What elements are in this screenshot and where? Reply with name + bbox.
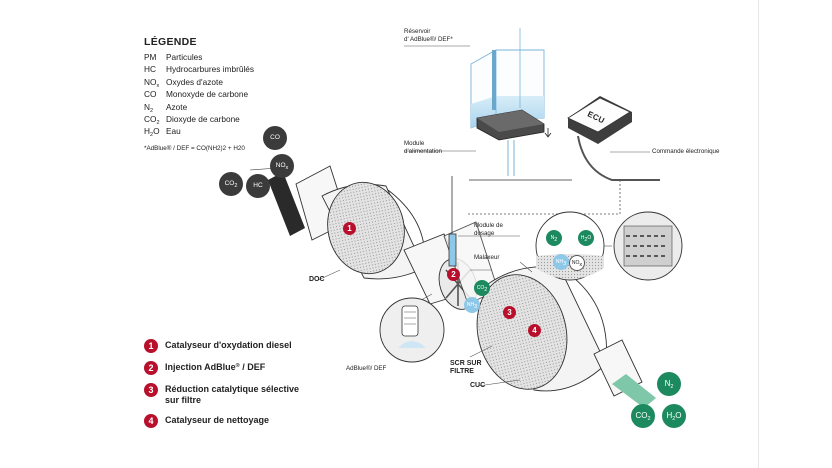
dosing-module xyxy=(448,176,457,267)
legend-item: HC Hydrocarbures imbrûlés xyxy=(144,63,304,75)
leader-lines xyxy=(315,45,650,387)
filter-flow-zoom xyxy=(604,211,683,281)
key-label: Catalyseur d'oxydation diesel xyxy=(165,340,292,350)
gas-nh3-mixer: NH3 xyxy=(464,297,480,313)
legend-abbr: CO xyxy=(144,89,157,100)
legend-desc: Dioxyde de carbone xyxy=(166,114,240,125)
supply-module-label: Module d'alimentation xyxy=(404,140,442,155)
legend-abbr: N2 xyxy=(144,101,154,114)
legend-item: CO2 Dioxyde de carbone xyxy=(144,113,304,127)
gas-hc-input: HC xyxy=(246,174,270,198)
marker-4: 4 xyxy=(528,324,541,337)
gas-nox-input: NOx xyxy=(270,154,294,178)
reservoir-label: Réservoir d' AdBlue®/ DEF* xyxy=(404,28,453,43)
key-item: 1 Catalyseur d'oxydation diesel xyxy=(144,339,324,353)
legend-item: PM Particules xyxy=(144,51,304,63)
ecu-label: Commande électronique xyxy=(652,148,720,155)
nozzle-zoom xyxy=(379,293,445,363)
legend-note: *AdBlue® / DEF = CO(NH2)2 + H20 xyxy=(144,144,245,152)
doc-label: DOC xyxy=(309,276,325,283)
legend-item: H2O Eau xyxy=(144,125,304,139)
page-divider xyxy=(758,0,759,468)
legend-desc: Oxydes d'azote xyxy=(166,76,223,87)
gas-n2-output: N2 xyxy=(657,372,681,396)
legend-item: N2 Azote xyxy=(144,101,304,114)
key-item: 3 Réduction catalytique sélective sur fi… xyxy=(144,383,324,406)
key-label: Réduction catalytique sélective sur filt… xyxy=(165,384,300,405)
key-item: 4 Catalyseur de nettoyage xyxy=(144,414,324,428)
component-key: 1 Catalyseur d'oxydation diesel 2 Inject… xyxy=(144,339,324,436)
legend-item: CO Monoxyde de carbone xyxy=(144,88,304,100)
legend-desc: Monoxyde de carbone xyxy=(166,89,249,100)
gas-nh3-zoom: NH3 xyxy=(553,254,569,270)
gas-co2-output: CO2 xyxy=(631,404,655,428)
scr-cuc-canister xyxy=(476,266,608,392)
adblue-reservoir xyxy=(469,28,572,181)
scr-label: SCR SUR FILTRE xyxy=(450,360,482,375)
ecu-unit xyxy=(468,96,660,215)
mixer-label: Malaxeur xyxy=(474,254,500,261)
gas-co2-mixer: CO2 xyxy=(474,280,490,296)
legend-title: LÉGENDE xyxy=(144,36,197,48)
gas-h2o-zoom: H2O xyxy=(578,230,594,246)
gas-n2-zoom: N2 xyxy=(546,230,562,246)
gas-nox-zoom: NOx xyxy=(569,255,585,271)
legend-abbr: H2O xyxy=(144,126,160,139)
legend-desc: Azote xyxy=(166,101,188,112)
key-number: 1 xyxy=(144,339,158,353)
legend-item: NOx Oxydes d'azote xyxy=(144,76,304,89)
dosing-module-label: Module de dosage xyxy=(474,222,503,237)
marker-3: 3 xyxy=(503,306,516,319)
legend-abbr: HC xyxy=(144,64,156,75)
key-number: 2 xyxy=(144,361,158,375)
doc-canister xyxy=(321,181,426,280)
key-label: Catalyseur de nettoyage xyxy=(165,415,270,425)
key-number: 3 xyxy=(144,383,158,397)
marker-1: 1 xyxy=(343,222,356,235)
legend-desc: Particules xyxy=(166,52,203,62)
legend: LÉGENDE PM Particules HC Hydrocarbures i… xyxy=(144,36,304,152)
key-label: Injection AdBlue® / DEF xyxy=(165,362,266,372)
gas-co-input: CO xyxy=(263,126,287,150)
legend-abbr: PM xyxy=(144,52,157,62)
legend-abbr: NOx xyxy=(144,76,160,89)
gas-h2o-output: H2O xyxy=(662,404,686,428)
outlet-pipe xyxy=(593,339,656,408)
gas-co2-input: CO2 xyxy=(219,172,243,196)
adblue-nozzle-label: AdBlue®/ DEF xyxy=(346,365,387,372)
legend-abbr: CO2 xyxy=(144,114,160,127)
marker-2: 2 xyxy=(447,268,460,281)
legend-desc: Hydrocarbures imbrûlés xyxy=(166,64,255,75)
key-item: 2 Injection AdBlue® / DEF xyxy=(144,361,324,375)
cuc-label: CUC xyxy=(470,382,486,389)
key-number: 4 xyxy=(144,414,158,428)
legend-desc: Eau xyxy=(166,126,181,137)
